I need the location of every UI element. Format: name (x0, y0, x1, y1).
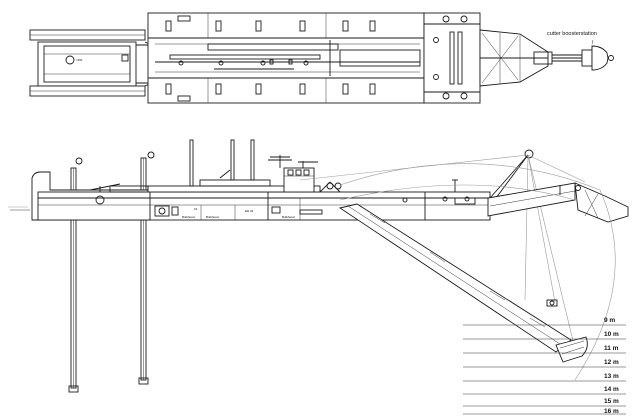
plan-view: i-501 (29, 12, 614, 104)
depth-mark-11: 11 m (604, 345, 619, 352)
cutter-boosterstation-callout: cutter boosterstation (547, 31, 597, 37)
depth-mark-14: 14 m (604, 386, 619, 393)
plan-ladder-tip: cutter boosterstation (479, 29, 614, 87)
cutter-ladder-raised (487, 182, 629, 223)
depth-scale: 9 m 10 m 11 m 12 m 13 m 14 m 15 m 16 m (463, 317, 626, 415)
side-label-1: Bulkhead (182, 215, 195, 219)
spud-carriage: i-501 (29, 29, 163, 97)
side-label-3: ER 34 (245, 209, 254, 213)
side-view: Bulkhead Bulkhead ER 34 Bulkhead 16 (8, 139, 629, 393)
depth-mark-9: 9 m (604, 317, 615, 324)
ladder-gantry (299, 149, 586, 346)
depth-mark-15: 15 m (604, 398, 619, 405)
deck-structures (89, 139, 458, 193)
side-label-4: Bulkhead (282, 215, 295, 219)
depth-mark-16: 16 m (604, 408, 619, 415)
cutter-ladder-lowered (338, 203, 588, 363)
spuds (68, 151, 155, 393)
bow-section (423, 12, 481, 104)
spud-label: i-501 (76, 58, 83, 62)
side-label-5: 16 (194, 207, 198, 211)
main-pontoon (147, 12, 425, 104)
hull-profile: Bulkhead Bulkhead ER 34 Bulkhead 16 (31, 171, 491, 221)
depth-mark-12: 12 m (604, 359, 619, 366)
depth-mark-13: 13 m (604, 373, 619, 380)
side-label-2: Bulkhead (206, 215, 219, 219)
ladder-swing-arc (339, 163, 616, 381)
depth-mark-10: 10 m (604, 331, 619, 338)
